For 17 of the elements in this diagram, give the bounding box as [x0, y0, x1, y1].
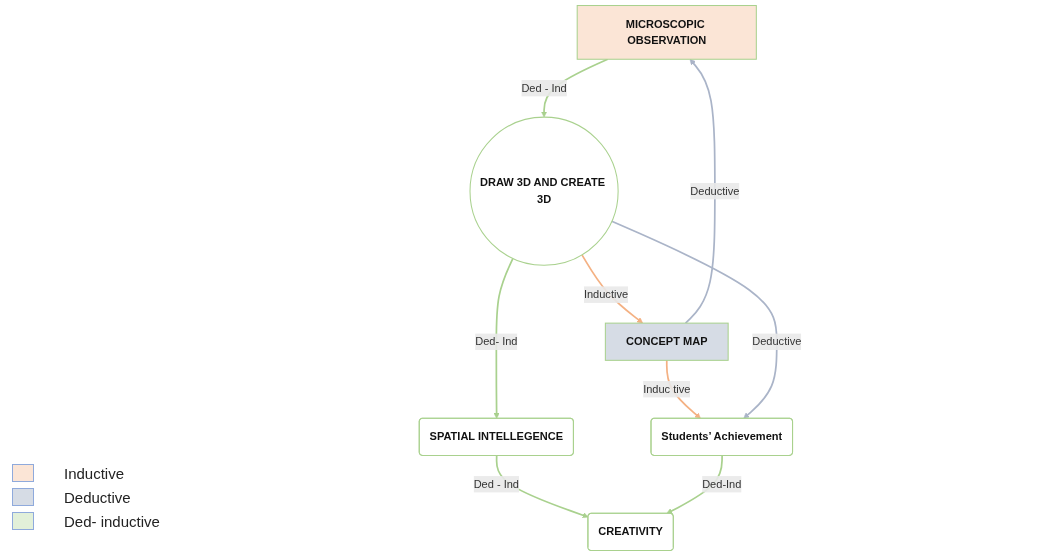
edge-label: Ded-Ind: [701, 478, 742, 490]
arrow: [493, 257, 514, 419]
node-circle: DRAW 3D AND CREATE 3D: [469, 116, 619, 266]
edge-label: Ded - Ind: [521, 81, 567, 94]
edge-label: Ded - Ind: [473, 478, 519, 490]
edge-label: Deductive: [690, 184, 740, 197]
legend-label: Deductive: [64, 488, 131, 506]
edge-label: Ded- Ind: [474, 335, 518, 348]
legend-label: Inductive: [64, 464, 125, 482]
arrow: [580, 253, 643, 324]
edge-label: Inductive: [583, 288, 628, 301]
node-box: MICROSCOPIC OBSERVATION: [576, 5, 757, 60]
node-box: CONCEPT MAP: [604, 322, 729, 361]
arrow: [684, 59, 716, 324]
edge-label: Deductive: [752, 335, 802, 348]
edge-label: Induc tive: [642, 383, 691, 395]
legend-label: Ded- inductive: [64, 512, 160, 530]
